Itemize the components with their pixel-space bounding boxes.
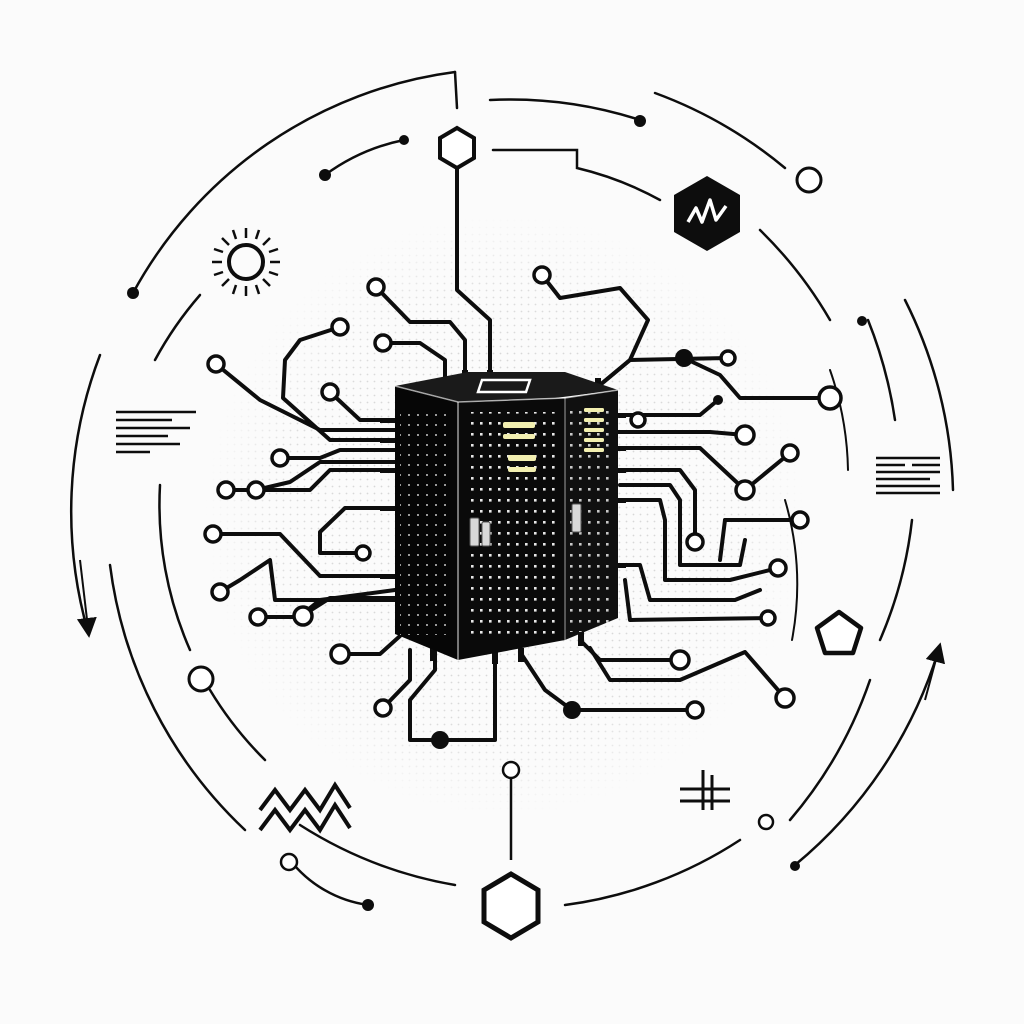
- hexagon-icon: [438, 125, 476, 171]
- pulse-hexagon-icon: [674, 176, 740, 251]
- text-lines-icon: [116, 410, 196, 454]
- orbit-nodes: [127, 115, 867, 911]
- plus-icon: [680, 770, 730, 810]
- sun-icon: [212, 228, 280, 296]
- hexagon-icon: [481, 760, 541, 941]
- orbit-arcs: [69, 70, 955, 907]
- server-cabinet-icon: [380, 370, 626, 664]
- circuit-traces: [211, 166, 832, 742]
- zigzag-icon: [258, 781, 352, 834]
- pentagon-icon: [814, 609, 864, 656]
- circuit-junctions: [431, 349, 723, 749]
- arrow-icon: [76, 559, 946, 701]
- circuit-nodes: [203, 265, 843, 720]
- text-lines-icon: [876, 456, 940, 495]
